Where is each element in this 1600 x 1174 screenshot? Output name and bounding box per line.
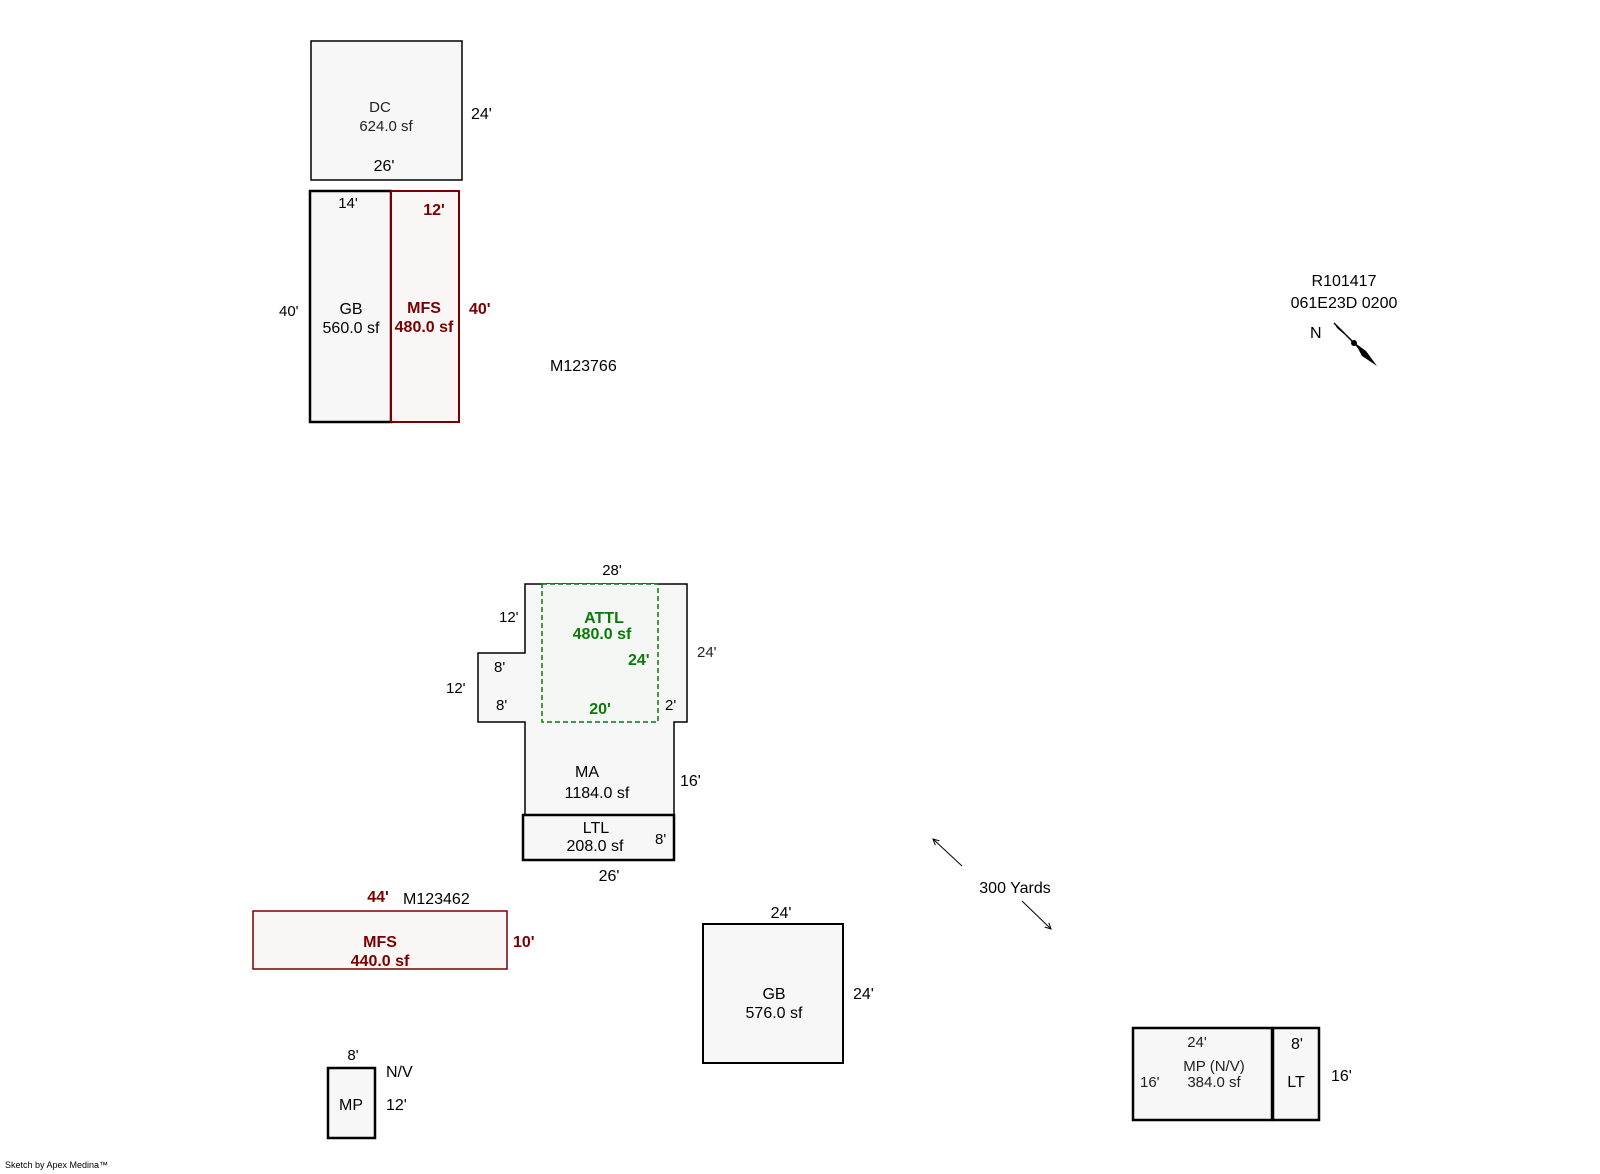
north-label: N (1310, 325, 1322, 342)
gb1-area: 560.0 sf (323, 320, 380, 337)
ltl-structure[interactable]: LTL 208.0 sf 8' 26' (521, 813, 676, 885)
gb-structure-1[interactable]: 14' 40' GB 560.0 sf (279, 189, 393, 424)
gb2-area: 576.0 sf (746, 1005, 803, 1022)
attl-dim-right: 24' (628, 652, 650, 669)
lt-code: LT (1287, 1074, 1305, 1091)
mp-small-code: MP (339, 1097, 363, 1114)
dc-area: 624.0 sf (359, 118, 413, 135)
gb1-code: GB (339, 301, 362, 318)
mp-small-outline (326, 1066, 377, 1140)
sketch-credit: Sketch by Apex Medina™ (5, 1160, 108, 1170)
dc-dim-bottom: 26' (374, 158, 395, 175)
mp-small-dim-right: 12' (386, 1097, 407, 1114)
mfs1-code: MFS (407, 300, 441, 317)
scale-indicator: 300 Yards (933, 839, 1051, 929)
dc-code: DC (369, 99, 391, 116)
mp-structure-small[interactable]: 8' N/V MP 12' (326, 1047, 413, 1140)
scale-arrow-down-icon (1021, 900, 1051, 929)
compass-pivot-icon (1351, 340, 1357, 346)
mp-small-dim-top: 8' (347, 1047, 358, 1064)
main-dim-notch-top: 8' (494, 659, 505, 676)
main-dim-notch-bottom: 8' (496, 697, 507, 714)
gb-structure-2[interactable]: 24' 24' GB 576.0 sf (702, 905, 874, 1064)
map-label-m123766: M123766 (550, 358, 617, 375)
mp-nv-outline (1131, 1026, 1274, 1122)
ltl-dim-right: 8' (655, 831, 666, 848)
scale-label: 300 Yards (979, 880, 1050, 897)
mfs-structure-1[interactable]: 12' MFS 480.0 sf 40' (390, 190, 491, 423)
parcel-id: R101417 061E23D 0200 (1291, 273, 1398, 312)
north-arrow: N (1310, 322, 1377, 366)
north-arrow-head-icon (1355, 343, 1377, 366)
parcel-account: R101417 (1312, 273, 1377, 290)
dc-dim-right: 24' (471, 106, 492, 123)
mp-nv-dim-left: 16' (1140, 1074, 1160, 1091)
gb2-dim-right: 24' (853, 986, 874, 1003)
gb2-code: GB (762, 986, 785, 1003)
dc-outline (310, 40, 463, 181)
lt-outline (1271, 1026, 1321, 1122)
mfs2-area: 440.0 sf (351, 953, 410, 970)
main-dim-upper-left: 12' (499, 609, 519, 626)
north-arrow-tail-icon (1334, 323, 1344, 334)
mfs1-dim-right: 40' (469, 301, 491, 318)
attl-area-value: 480.0 sf (573, 626, 632, 643)
attl-area[interactable]: ATTL 480.0 sf 24' 20' (541, 583, 659, 723)
mp-nv-code: MP (N/V) (1183, 1058, 1244, 1075)
map-label-m123462: M123462 (403, 891, 470, 908)
main-dim-lower-right: 16' (680, 773, 701, 790)
main-dim-right: 24' (697, 644, 717, 661)
lt-dim-top: 8' (1291, 1036, 1303, 1053)
gb1-dim-left: 40' (279, 303, 299, 320)
lt-structure[interactable]: 8' LT 16' (1271, 1026, 1352, 1122)
mfs2-code: MFS (363, 934, 397, 951)
dc-structure[interactable]: DC 624.0 sf 24' 26' (310, 40, 492, 181)
main-dim-top: 28' (602, 562, 622, 579)
mfs2-dim-top: 44' (367, 889, 389, 906)
ltl-area: 208.0 sf (567, 838, 624, 855)
attl-code: ATTL (584, 610, 624, 627)
main-code: MA (575, 764, 599, 781)
gb2-dim-top: 24' (771, 905, 792, 922)
mp-small-note: N/V (386, 1064, 413, 1081)
attl-dim-bottom: 20' (589, 701, 611, 718)
main-dim-step: 2' (665, 697, 676, 714)
mp-nv-structure[interactable]: 24' MP (N/V) 16' 384.0 sf (1131, 1026, 1274, 1122)
mfs1-outline (390, 190, 460, 423)
mfs1-area: 480.0 sf (395, 319, 454, 336)
attl-outline (541, 583, 659, 723)
scale-arrow-up-icon (933, 839, 963, 867)
mfs-structure-2[interactable]: 44' 10' MFS 440.0 sf (252, 889, 535, 970)
mfs2-dim-right: 10' (513, 934, 535, 951)
mp-nv-dim-top: 24' (1187, 1034, 1207, 1051)
ltl-code: LTL (583, 820, 609, 837)
mfs1-dim-top: 12' (423, 202, 445, 219)
gb2-outline (702, 923, 844, 1064)
gb1-dim-top: 14' (338, 195, 358, 212)
main-dim-notch-left: 12' (446, 680, 466, 697)
ltl-outline (521, 813, 676, 862)
ltl-dim-bottom: 26' (599, 868, 620, 885)
main-area: 1184.0 sf (565, 785, 630, 802)
lt-dim-right: 16' (1331, 1068, 1352, 1085)
gb1-outline (308, 189, 393, 424)
parcel-map-tax-lot: 061E23D 0200 (1291, 295, 1398, 312)
mp-nv-area: 384.0 sf (1187, 1074, 1241, 1091)
mfs2-outline (252, 910, 508, 970)
